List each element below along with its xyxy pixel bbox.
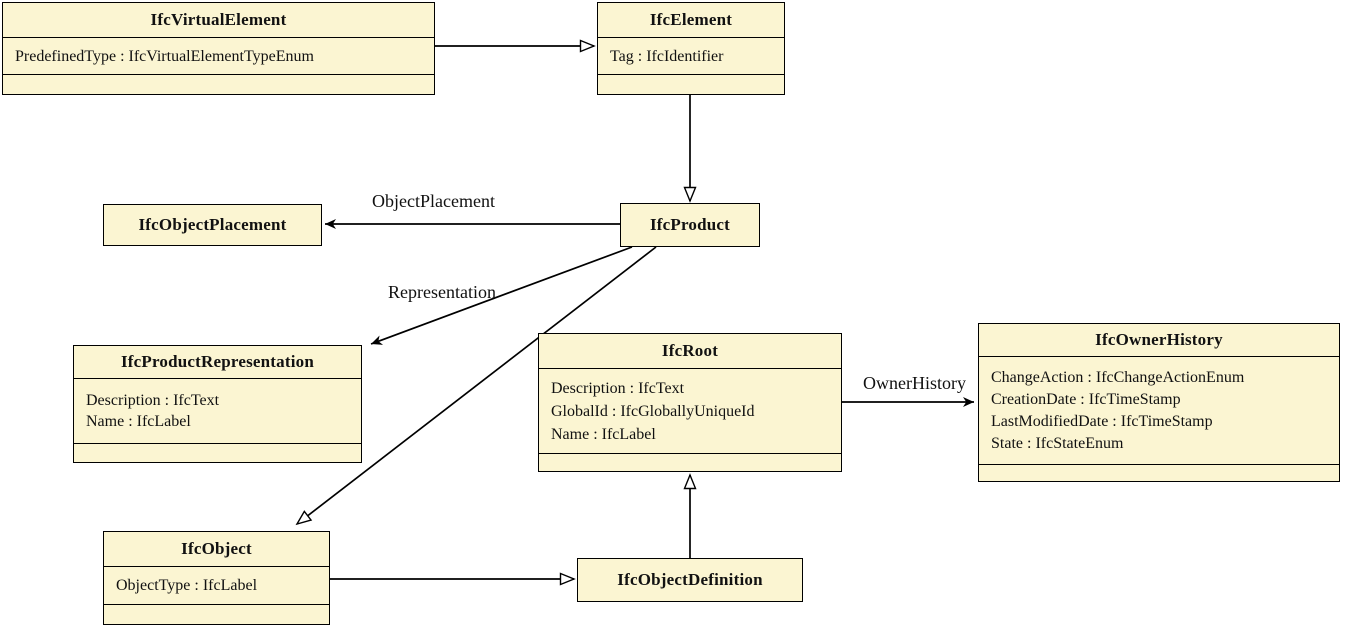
attributes-compartment: ObjectType : IfcLabel	[104, 566, 329, 604]
operations-compartment	[3, 74, 434, 94]
class-title: IfcVirtualElement	[150, 10, 287, 29]
class-title: IfcElement	[649, 10, 733, 29]
class-attribute: Description : IfcText	[551, 379, 685, 397]
attributes-compartment: Description : IfcText GlobalId : IfcGlob…	[539, 368, 841, 453]
operations-compartment	[104, 604, 329, 624]
edge-label-ownerhistory: OwnerHistory	[863, 373, 966, 393]
class-attribute: Description : IfcText	[86, 392, 220, 409]
class-box-ifcobjectdefinition[interactable]: IfcObjectDefinition	[577, 558, 803, 602]
class-box-ifcobjectplacement[interactable]: IfcObjectPlacement	[103, 204, 322, 246]
operations-compartment	[979, 464, 1339, 481]
class-attribute: Name : IfcLabel	[551, 425, 656, 443]
class-title: IfcProductRepresentation	[120, 352, 315, 371]
attributes-compartment: ChangeAction : IfcChangeActionEnum Creat…	[979, 356, 1339, 464]
class-attribute: State : IfcStateEnum	[991, 434, 1124, 452]
class-attribute: PredefinedType : IfcVirtualElementTypeEn…	[15, 47, 314, 65]
class-attribute: ObjectType : IfcLabel	[116, 577, 258, 594]
class-box-ifcroot[interactable]: IfcRoot Description : IfcText GlobalId :…	[538, 333, 842, 472]
edge-generalization-product-object	[297, 246, 657, 524]
edge-label-objectplacement: ObjectPlacement	[372, 191, 495, 211]
attributes-compartment: Tag : IfcIdentifier	[598, 37, 784, 74]
class-title: IfcObject	[181, 539, 252, 558]
operations-compartment	[598, 74, 784, 94]
class-box-ifcownerhistory[interactable]: IfcOwnerHistory ChangeAction : IfcChange…	[978, 323, 1340, 482]
class-attribute: CreationDate : IfcTimeStamp	[991, 390, 1181, 408]
class-box-ifcvirtualelement[interactable]: IfcVirtualElement PredefinedType : IfcVi…	[2, 2, 435, 95]
class-title: IfcObjectDefinition	[617, 570, 763, 589]
attributes-compartment: PredefinedType : IfcVirtualElementTypeEn…	[3, 37, 434, 74]
class-title: IfcRoot	[661, 341, 719, 360]
class-attribute: ChangeAction : IfcChangeActionEnum	[991, 368, 1245, 386]
class-attribute: LastModifiedDate : IfcTimeStamp	[991, 412, 1213, 430]
operations-compartment	[539, 453, 841, 471]
edge-label-representation: Representation	[388, 282, 496, 302]
class-attribute: Tag : IfcIdentifier	[610, 47, 724, 65]
attributes-compartment: Description : IfcText Name : IfcLabel	[74, 378, 361, 443]
edge-association-product-productrepresentation	[370, 246, 633, 345]
class-box-ifcelement[interactable]: IfcElement Tag : IfcIdentifier	[597, 2, 785, 95]
class-title: IfcObjectPlacement	[138, 215, 287, 234]
class-attribute: GlobalId : IfcGloballyUniqueId	[551, 402, 755, 420]
class-title: IfcOwnerHistory	[1095, 330, 1223, 349]
class-box-ifcproduct[interactable]: IfcProduct	[620, 203, 760, 247]
class-box-ifcobject[interactable]: IfcObject ObjectType : IfcLabel	[103, 531, 330, 625]
operations-compartment	[74, 443, 361, 462]
class-box-ifcproductrepresentation[interactable]: IfcProductRepresentation Description : I…	[73, 345, 362, 463]
class-title: IfcProduct	[649, 215, 731, 234]
class-attribute: Name : IfcLabel	[86, 413, 191, 430]
